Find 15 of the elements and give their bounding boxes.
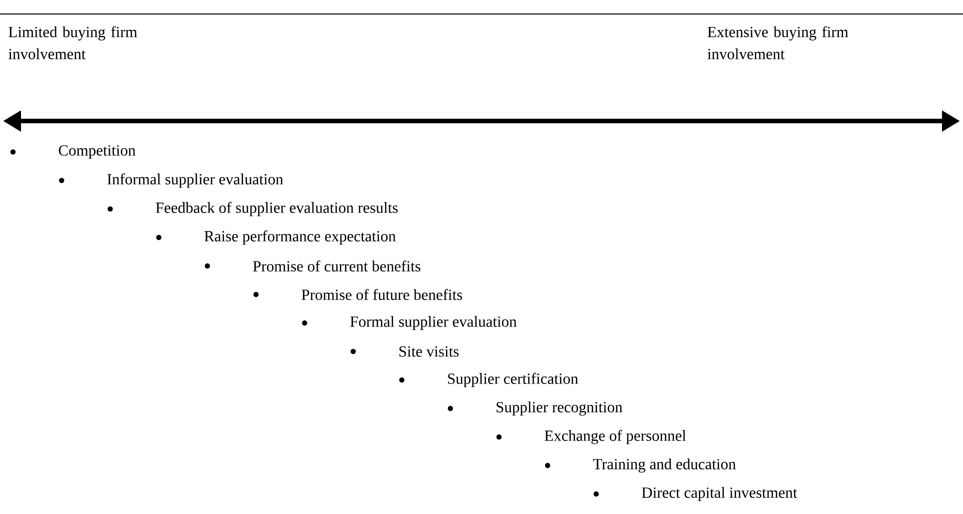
list-item: Raise performance expectation <box>156 230 396 245</box>
list-item: Direct capital investment <box>594 486 798 502</box>
list-item: Supplier certification <box>399 372 578 388</box>
list-item: Feedback of supplier evaluation results <box>108 202 398 216</box>
list-item: Site visits <box>350 346 459 357</box>
scale-end-label: Extensive buying firm involvement <box>708 26 848 60</box>
list-item: Promise of current benefits <box>204 260 420 272</box>
list-item: Informal supplier evaluation <box>59 173 284 188</box>
list-item: Formal supplier evaluation <box>302 316 517 330</box>
list-item: Supplier recognition <box>448 401 622 416</box>
list-item: Competition <box>10 145 136 159</box>
list-item: Exchange of personnel <box>496 430 686 444</box>
list-item: Promise of future benefits <box>253 288 462 300</box>
list-item: Training and education <box>545 458 736 473</box>
scale-end-label: Limited buying firm involvement <box>8 26 138 60</box>
